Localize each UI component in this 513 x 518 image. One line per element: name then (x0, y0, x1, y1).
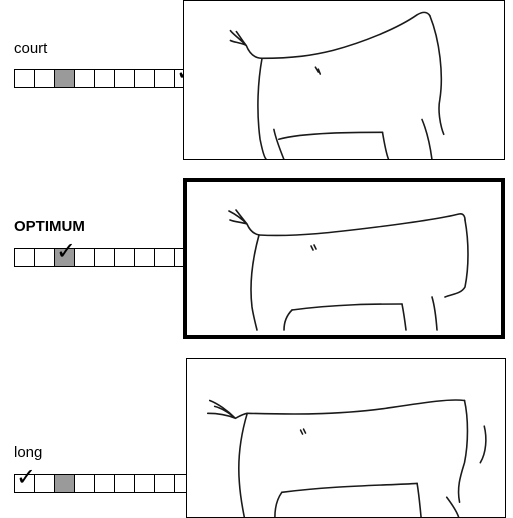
scale-cell[interactable] (135, 475, 155, 492)
panel-long: long ✓ (0, 355, 513, 518)
scale-cell[interactable] (75, 70, 95, 87)
panel-optimum: OPTIMUM ✓ (0, 175, 513, 345)
panel-label: long (14, 444, 43, 461)
scale-cell[interactable] (15, 70, 35, 87)
animal-sketch-frame (183, 178, 505, 339)
checkmark-icon: ✓ (16, 463, 37, 491)
scale-cell[interactable] (95, 475, 115, 492)
scale-cell[interactable] (75, 249, 95, 266)
rating-scale: ✓ (14, 465, 197, 493)
scale-cell[interactable] (55, 70, 75, 87)
scale-cell[interactable] (75, 475, 95, 492)
scale-cell[interactable] (115, 70, 135, 87)
scale-cell[interactable] (35, 70, 55, 87)
animal-sketch-frame (183, 0, 505, 160)
animal-sketch-frame (186, 358, 506, 518)
scale-cell[interactable] (135, 70, 155, 87)
scale-cell[interactable] (115, 475, 135, 492)
scale-cell[interactable] (135, 249, 155, 266)
scale-cell[interactable] (35, 475, 55, 492)
scale-cell[interactable] (155, 475, 175, 492)
scale-cell[interactable] (35, 249, 55, 266)
scale-cell[interactable] (95, 70, 115, 87)
animal-sketch (206, 399, 487, 517)
checkmark-icon: ✓ (56, 237, 77, 265)
animal-sketch (229, 11, 445, 159)
panel-court: court ✓ (0, 0, 513, 165)
rating-scale: ✓ (14, 60, 197, 88)
scale-cell[interactable] (155, 249, 175, 266)
scale-cell[interactable] (55, 475, 75, 492)
rating-scale: ✓ (14, 239, 197, 267)
animal-sketch (228, 209, 469, 331)
scale-cell[interactable] (95, 249, 115, 266)
scale-cell[interactable] (115, 249, 135, 266)
scale-cell[interactable]: ✓ (55, 239, 76, 266)
scale-cell[interactable]: ✓ (15, 465, 36, 492)
panel-label: OPTIMUM (14, 218, 85, 235)
scale-cell[interactable] (155, 70, 175, 87)
scale-cell[interactable] (15, 249, 35, 266)
panel-label: court (14, 40, 48, 57)
